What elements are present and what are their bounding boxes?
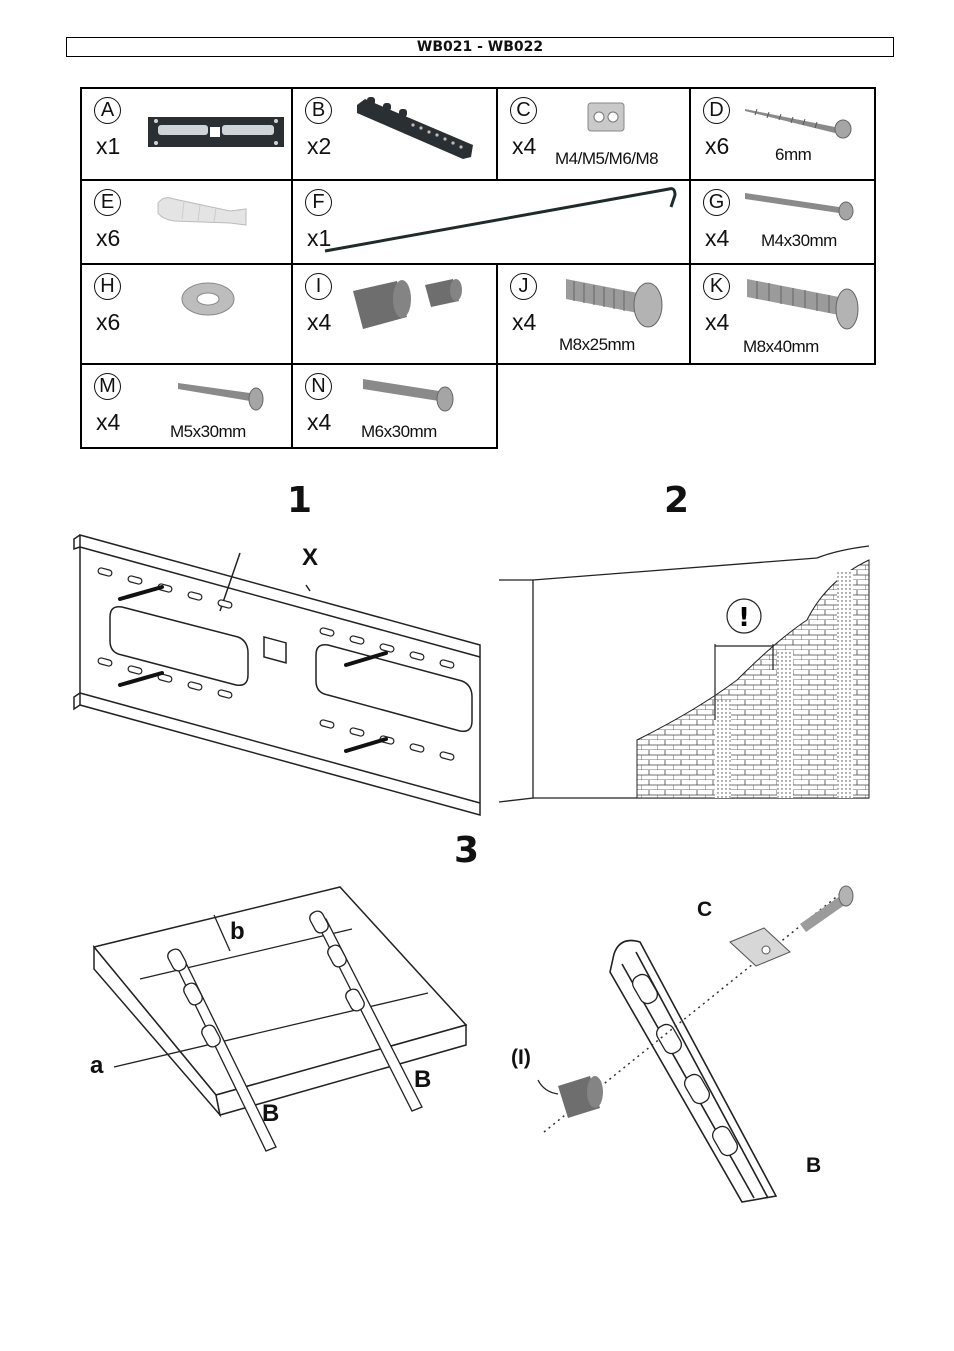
part-letter: M xyxy=(94,373,121,400)
part-quantity: x4 xyxy=(705,309,730,335)
part-quantity: x1 xyxy=(96,133,121,159)
part-cell-j: J x4 M8x25mm xyxy=(496,263,691,365)
spacer-icon xyxy=(353,279,462,329)
part-letter: J xyxy=(510,273,537,300)
label-b-arm-left: B xyxy=(262,1100,280,1127)
part-cell-g: G x4 M4x30mm xyxy=(689,179,876,265)
bolt-icon xyxy=(566,279,663,328)
part-letter: K xyxy=(703,273,730,300)
part-cell-m: M x4 M5x30mm xyxy=(80,363,293,449)
part-quantity: x4 xyxy=(307,309,332,335)
part-letter: D xyxy=(703,97,730,124)
part-quantity: x2 xyxy=(307,133,332,159)
part-quantity: x4 xyxy=(512,309,537,335)
label-c-washer: C xyxy=(697,898,713,921)
label-i-spacer: (I) xyxy=(511,1046,531,1069)
label-a-centerline: a xyxy=(90,1052,104,1079)
label-b-arm-right: B xyxy=(414,1066,432,1093)
step-number-3: 3 xyxy=(454,830,480,871)
part-cell-b: B x2 xyxy=(291,87,498,181)
part-size: 6mm xyxy=(775,145,812,164)
allen-key-icon xyxy=(324,187,677,253)
m6-screw-icon xyxy=(363,379,454,412)
part-letter: G xyxy=(703,189,730,216)
part-letter: E xyxy=(94,189,121,216)
part-cell-k: K x4 M8x40mm xyxy=(689,263,876,365)
step1-callout-x: X xyxy=(302,544,319,571)
part-cell-d: D x6 6mm xyxy=(689,87,876,181)
part-letter: B xyxy=(305,97,332,124)
part-quantity: x4 xyxy=(307,409,332,435)
part-letter: H xyxy=(94,273,121,300)
label-b-distance: b xyxy=(230,918,245,945)
part-size: M8x25mm xyxy=(559,335,635,354)
part-cell-a: A x1 xyxy=(80,87,293,181)
part-size: M6x30mm xyxy=(361,422,437,441)
wall-plug-icon xyxy=(157,197,247,226)
part-size: M4/M5/M6/M8 xyxy=(555,149,659,168)
part-quantity: x6 xyxy=(705,133,730,159)
step1-wall-plate-illustration xyxy=(73,534,481,816)
label-b-arm-detail: B xyxy=(806,1154,822,1177)
m5-screw-icon xyxy=(178,383,264,411)
part-cell-h: H x6 xyxy=(80,263,293,365)
flat-washer-icon xyxy=(181,282,235,316)
part-quantity: x6 xyxy=(96,225,121,251)
part-quantity: x1 xyxy=(307,225,332,251)
part-letter: I xyxy=(305,273,332,300)
washer-plate-icon xyxy=(587,102,625,132)
part-cell-e: E x6 xyxy=(80,179,293,265)
long-bolt-icon xyxy=(747,279,859,330)
part-quantity: x6 xyxy=(96,309,121,335)
step2-wall-illustration: ! xyxy=(498,545,870,803)
part-quantity: x4 xyxy=(512,133,537,159)
step-number-1: 1 xyxy=(287,480,313,521)
part-cell-n: N x4 M6x30mm xyxy=(291,363,498,449)
part-cell-c: C x4 M4/M5/M6/M8 xyxy=(496,87,691,181)
part-size: M5x30mm xyxy=(170,422,246,441)
wood-screw-icon xyxy=(745,108,852,139)
part-quantity: x4 xyxy=(96,409,121,435)
part-cell-f: F x1 xyxy=(291,179,691,265)
part-letter: A xyxy=(94,97,121,124)
part-letter: F xyxy=(305,189,332,216)
part-letter: C xyxy=(510,97,537,124)
step3-detail-illustration xyxy=(537,885,854,1203)
step-number-2: 2 xyxy=(664,480,690,521)
machine-screw-icon xyxy=(745,193,854,221)
part-cell-i: I x4 xyxy=(291,263,498,365)
warning-icon: ! xyxy=(738,603,750,633)
part-quantity: x4 xyxy=(705,225,730,251)
part-size: M8x40mm xyxy=(743,337,819,356)
part-letter: N xyxy=(305,373,332,400)
part-size: M4x30mm xyxy=(761,231,837,250)
document-header: WB021 - WB022 xyxy=(66,37,894,57)
step3-tv-back-illustration xyxy=(92,886,468,1152)
tv-bracket-arm-icon xyxy=(357,97,473,159)
wall-plate-icon xyxy=(148,117,284,147)
